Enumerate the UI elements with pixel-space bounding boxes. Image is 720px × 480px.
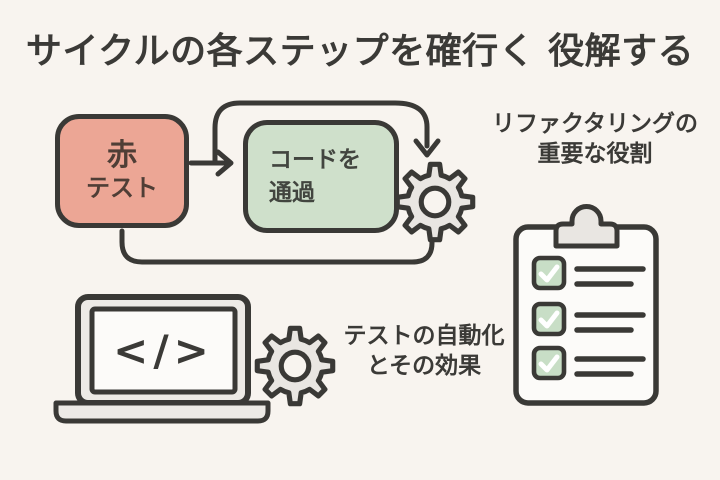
code-icon: </> bbox=[113, 326, 214, 375]
refactoring-label-line1: リファクタリングの bbox=[491, 111, 699, 137]
page-title: サイクルの各ステップを確行く 役解する bbox=[25, 31, 695, 72]
gear-icon bbox=[257, 328, 332, 403]
arc-arrow-to-gear bbox=[212, 100, 441, 165]
arrow-right-icon bbox=[215, 149, 234, 177]
red-node-line2: テスト bbox=[86, 173, 158, 202]
arrow-red-to-green bbox=[188, 149, 234, 177]
refactoring-label-line2: 重要な役割 bbox=[537, 141, 653, 168]
automation-label: テストの自動化 とその効果 bbox=[330, 321, 518, 382]
clipboard-clip bbox=[553, 204, 620, 249]
green-node-line2: 通過 bbox=[269, 179, 315, 206]
red-node-line1: 赤 bbox=[107, 138, 137, 174]
laptop-base bbox=[53, 400, 271, 424]
red-test-node: 赤 テスト bbox=[55, 114, 189, 228]
refactoring-label: リファクタリングの 重要な役割 bbox=[480, 109, 710, 170]
arrow-down-icon bbox=[413, 138, 441, 158]
pass-code-node: コードを 通過 bbox=[243, 120, 399, 233]
laptop-icon bbox=[53, 294, 271, 424]
return-loop-connector bbox=[119, 228, 435, 265]
green-node-line1: コードを bbox=[269, 147, 361, 174]
automation-label-line1: テストの自動化 bbox=[343, 323, 505, 349]
gear-icon bbox=[397, 164, 472, 239]
automation-label-line2: とその効果 bbox=[366, 353, 482, 380]
clipboard-icon bbox=[513, 204, 659, 406]
